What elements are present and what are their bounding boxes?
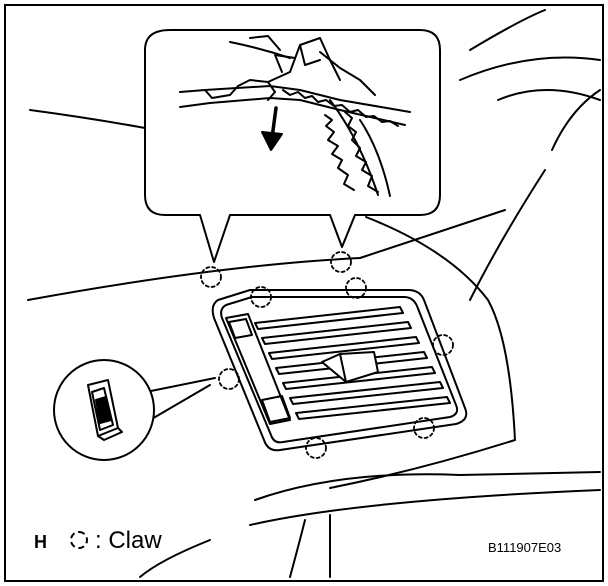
claw-marker xyxy=(200,266,222,288)
claw-marker xyxy=(432,334,454,356)
air-vent xyxy=(211,289,468,452)
figure-id: B111907E03 xyxy=(488,540,562,555)
claw-marker xyxy=(305,437,327,459)
claw-marker xyxy=(330,251,352,273)
claw-markers xyxy=(200,251,454,459)
detail-callout xyxy=(144,29,441,263)
magnifier-detail xyxy=(53,359,216,461)
claw-marker xyxy=(345,277,367,299)
clip-detail xyxy=(179,35,411,197)
claw-marker xyxy=(250,286,272,308)
dashed-circle-icon xyxy=(70,531,88,549)
claw-marker xyxy=(218,368,240,390)
dashboard-outline xyxy=(27,9,601,578)
claw-marker xyxy=(413,417,435,439)
legend-letter: H xyxy=(34,532,47,552)
arrow-down-icon xyxy=(261,106,283,151)
legend-claw-label: : Claw xyxy=(95,527,162,554)
